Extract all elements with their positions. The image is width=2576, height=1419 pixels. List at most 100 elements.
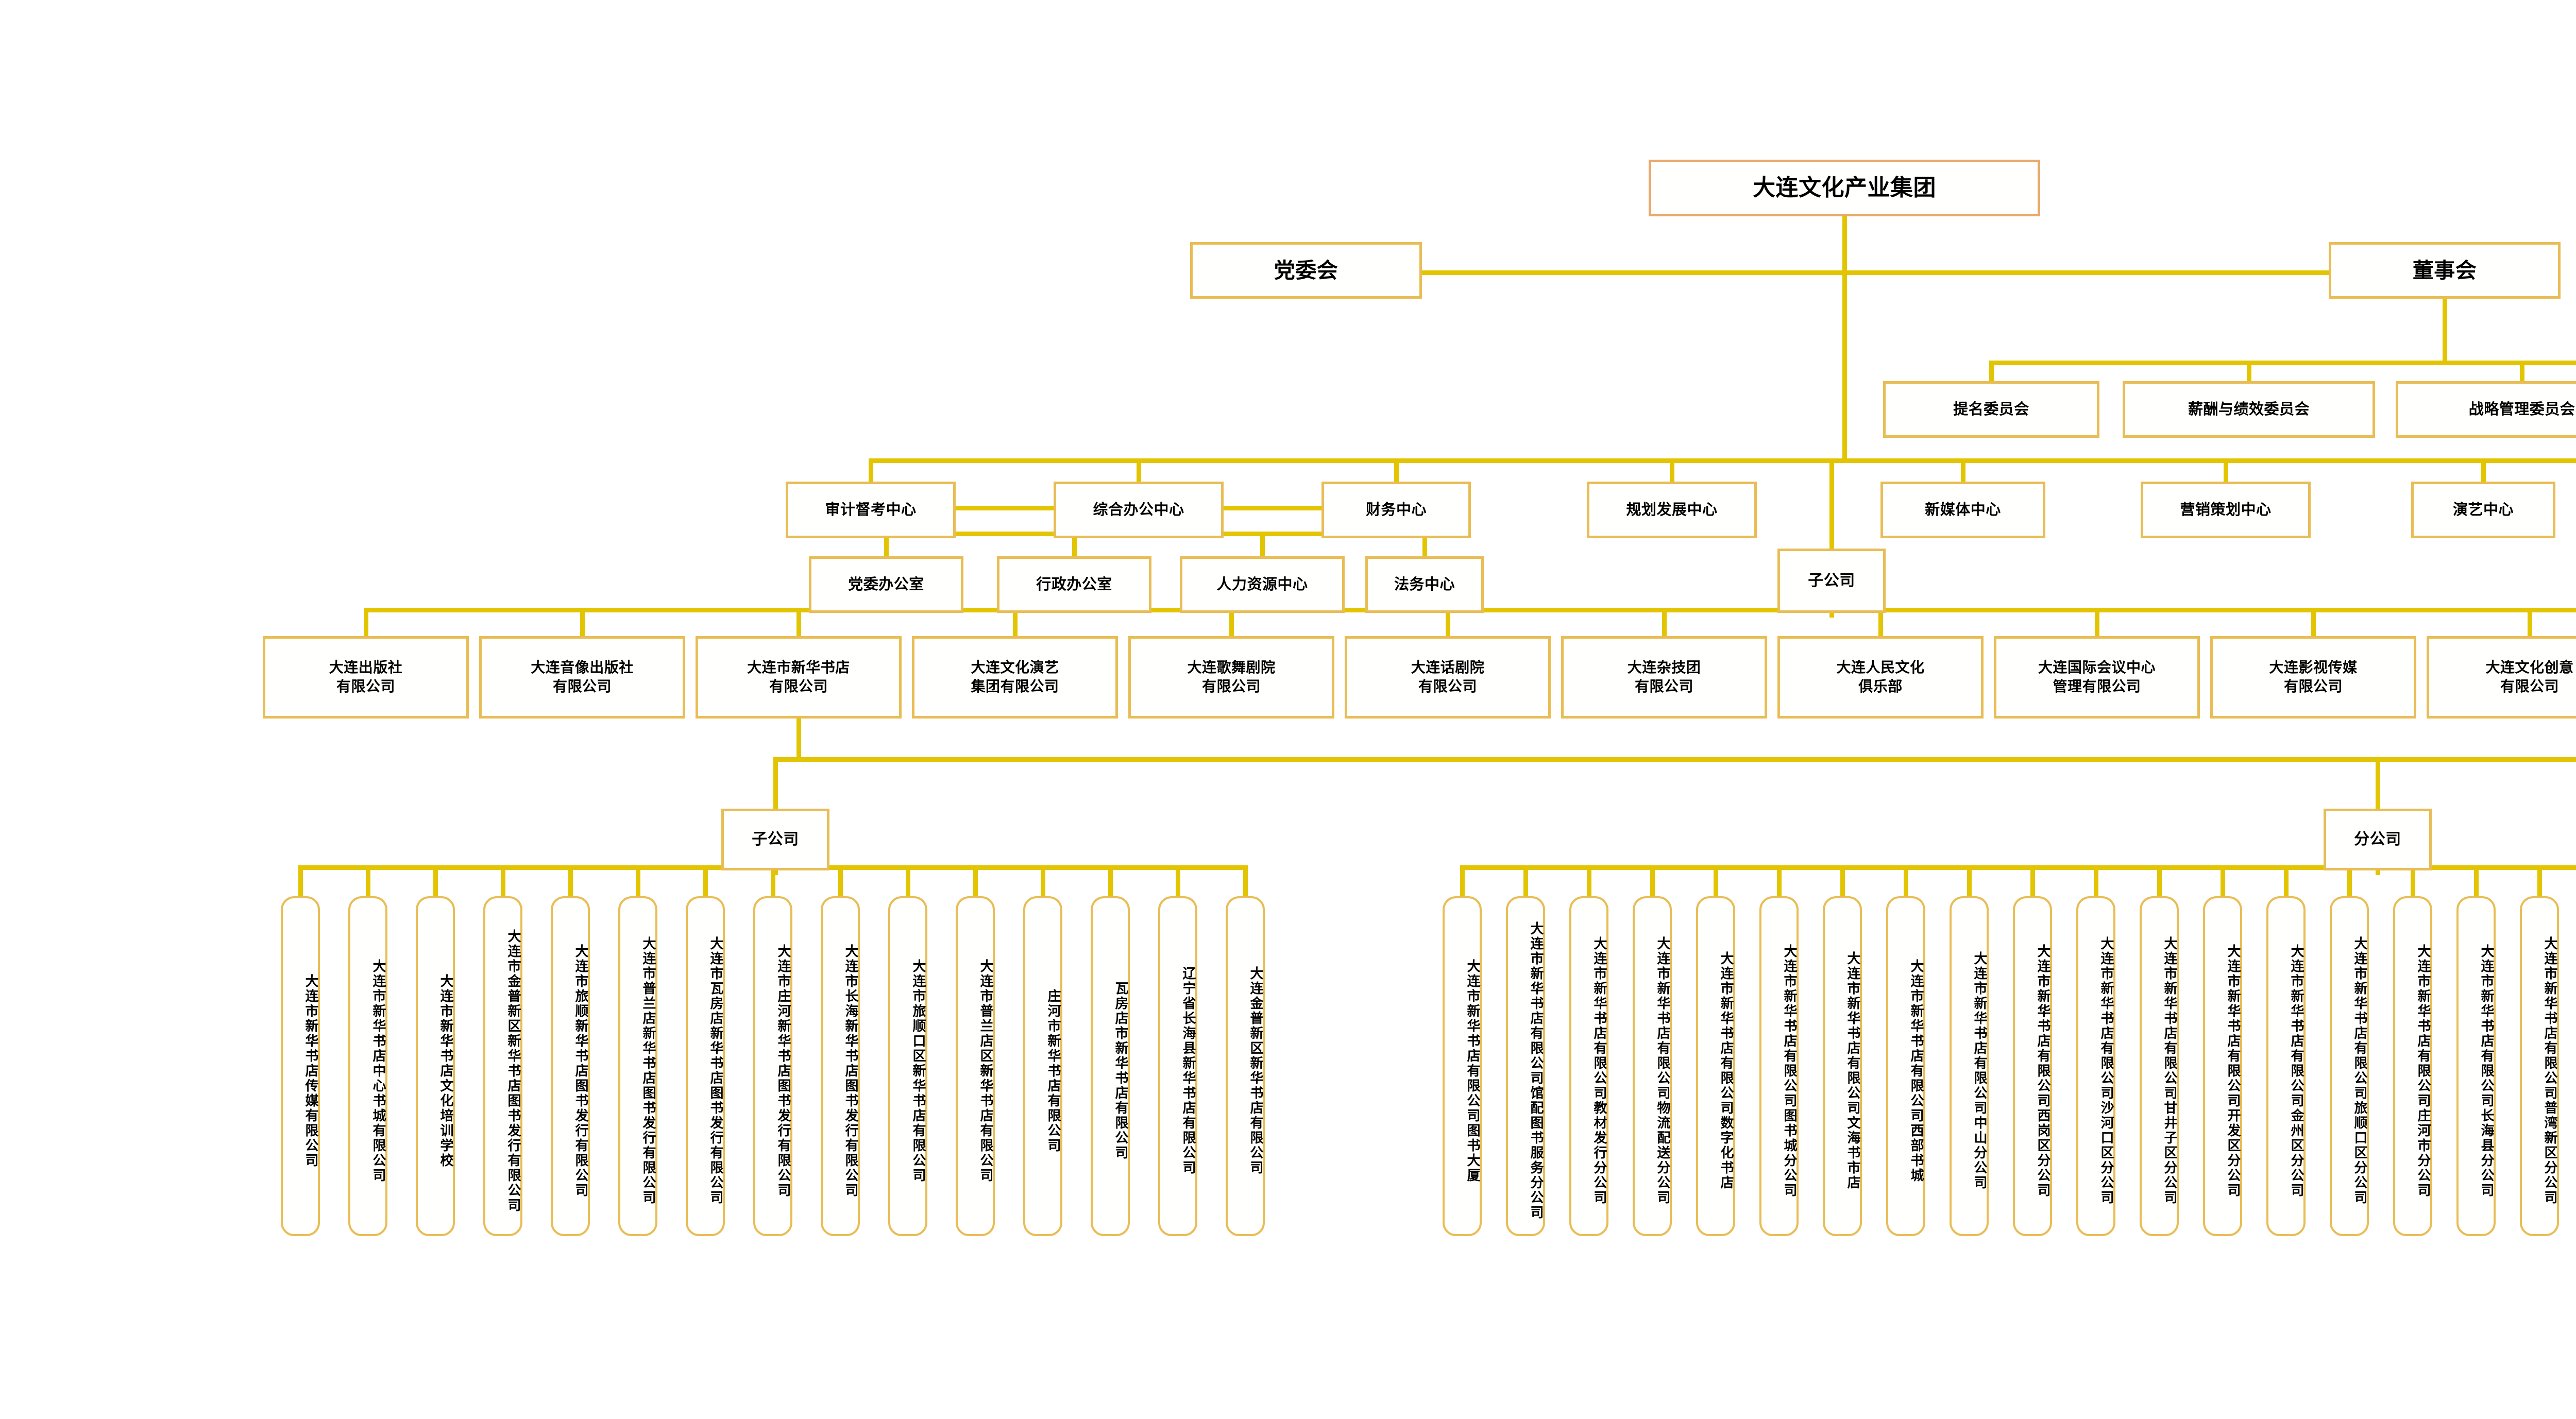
bottom-subsidiary-left-2[interactable]: 大连市新华书店文化培训学校 [416,896,455,1236]
bottom-subsidiary-left-stem [1041,865,1045,896]
office-node-0[interactable]: 党委办公室 [809,556,963,613]
bottom-subsidiary-left-9[interactable]: 大连市旅顺口区新华书店有限公司 [888,896,927,1236]
bottom-subsidiary-left-6[interactable]: 大连市瓦房店新华书店图书发行有限公司 [686,896,725,1236]
group-label-subsidiary-bottom-left[interactable]: 子公司 [721,809,829,870]
bottom-branch-11[interactable]: 大连市新华书店有限公司甘井子区分公司 [2140,896,2179,1236]
bottom-subsidiary-left-14[interactable]: 大连金普新区新华书店有限公司 [1226,896,1265,1236]
center-node-left-2[interactable]: 财务中心 [1321,482,1471,538]
bottom-branch-17[interactable]: 大连市新华书店有限公司普湾新区分公司 [2520,896,2559,1236]
bottom-branch-13-label: 大连市新华书店有限公司金州区分公司 [2289,944,2304,1198]
office-node-2[interactable]: 人力资源中心 [1180,556,1345,613]
subsidiary-node-1-label: 大连音像出版社 有限公司 [531,659,634,694]
bottom-branch-6[interactable]: 大连市新华书店有限公司文海书市店 [1823,896,1862,1236]
bottom-branch-13[interactable]: 大连市新华书店有限公司金州区分公司 [2266,896,2306,1236]
bottom-subsidiary-left-4[interactable]: 大连市旅顺新华书店图书发行有限公司 [551,896,590,1236]
bottom-subsidiary-left-7[interactable]: 大连市庄河新华书店图书发行有限公司 [753,896,792,1236]
bottom-subsidiary-left-13[interactable]: 辽宁省长海县新华书店有限公司 [1158,896,1197,1236]
bottom-subsidiary-left-12-label: 瓦房店市新华书店有限公司 [1113,981,1129,1160]
bottom-subsidiary-left-stem [366,865,370,896]
root-node[interactable]: 大连文化产业集团 [1649,160,2040,216]
bottom-branch-2-label: 大连市新华书店有限公司教材发行分公司 [1592,936,1607,1205]
bottom-subsidiary-left-6-label: 大连市瓦房店新华书店图书发行有限公司 [708,936,724,1205]
bottom-branch-3[interactable]: 大连市新华书店有限公司物流配送分公司 [1633,896,1672,1236]
center-node-left-1[interactable]: 综合办公中心 [1054,482,1224,538]
center-node-right-1[interactable]: 营销策划中心 [2141,482,2311,538]
office-stem [884,532,889,556]
bottom-branch-stem [1587,865,1591,896]
subsidiary-stem [796,608,801,636]
subsidiary-node-10[interactable]: 大连文化创意 有限公司 [2427,636,2576,719]
party-committee-node[interactable]: 党委会 [1190,242,1422,299]
subsidiary-node-8[interactable]: 大连国际会议中心 管理有限公司 [1994,636,2200,719]
subsidiary-node-2[interactable]: 大连市新华书店 有限公司 [696,636,902,719]
bottom-branch-12-label: 大连市新华书店有限公司开发区分公司 [2226,944,2241,1198]
bottom-branch-10[interactable]: 大连市新华书店有限公司沙河口区分公司 [2076,896,2115,1236]
bottom-branch-stem [2094,865,2098,896]
center-node-left-0[interactable]: 审计督考中心 [786,482,956,538]
subsidiary-node-9[interactable]: 大连影视传媒 有限公司 [2210,636,2416,719]
bottom-subsidiary-left-13-label: 辽宁省长海县新华书店有限公司 [1181,966,1196,1175]
center-bus [869,458,2576,463]
bottom-subsidiary-left-stem [501,865,505,896]
bottom-subsidiary-left-stem [906,865,910,896]
committee-stem [1989,361,1994,381]
subsidiary-node-5[interactable]: 大连话剧院 有限公司 [1345,636,1551,719]
board-of-directors-node[interactable]: 董事会 [2329,242,2561,299]
bottom-branch-0[interactable]: 大连市新华书店有限公司图书大厦 [1443,896,1482,1236]
committee-node-2[interactable]: 战略管理委员会 [2396,381,2576,438]
bottom-branch-15[interactable]: 大连市新华书店有限公司庄河市分公司 [2393,896,2432,1236]
bottom-subsidiary-left-stem [568,865,573,896]
bottom-branch-14[interactable]: 大连市新华书店有限公司旅顺口区分公司 [2330,896,2369,1236]
center-node-left-0-label: 审计督考中心 [825,501,917,518]
bottom-branch-2[interactable]: 大连市新华书店有限公司教材发行分公司 [1569,896,1608,1236]
subsidiary-node-1[interactable]: 大连音像出版社 有限公司 [479,636,685,719]
bottom-subsidiary-left-1[interactable]: 大连市新华书店中心书城有限公司 [348,896,387,1236]
bottom-branch-bus [1460,865,2576,870]
bottom-branch-12[interactable]: 大连市新华书店有限公司开发区分公司 [2203,896,2242,1236]
bottom-branch-8[interactable]: 大连市新华书店有限公司中山分公司 [1950,896,1989,1236]
bottom-subsidiary-left-stem [1108,865,1113,896]
bottom-branch-5[interactable]: 大连市新华书店有限公司图书城分公司 [1759,896,1799,1236]
bottom-group-stem [2376,757,2380,809]
bottom-branch-5-label: 大连市新华书店有限公司图书城分公司 [1782,944,1798,1198]
subsidiary-node-0[interactable]: 大连出版社 有限公司 [263,636,469,719]
bottom-branch-16[interactable]: 大连市新华书店有限公司长海县分公司 [2456,896,2496,1236]
committee-node-0[interactable]: 提名委员会 [1883,381,2099,438]
subsidiary-stem [2528,608,2532,636]
office-stem [1072,532,1077,556]
bottom-subsidiary-left-5[interactable]: 大连市普兰店新华书店图书发行有限公司 [618,896,657,1236]
office-node-2-label: 人力资源中心 [1216,576,1308,593]
bottom-subsidiary-left-8[interactable]: 大连市长海新华书店图书发行有限公司 [821,896,860,1236]
bottom-branch-9[interactable]: 大连市新华书店有限公司西岗区分公司 [2013,896,2052,1236]
office-node-1[interactable]: 行政办公室 [997,556,1151,613]
bottom-subsidiary-left-12[interactable]: 瓦房店市新华书店有限公司 [1091,896,1130,1236]
office-stem [1260,532,1265,556]
center-node-right-0[interactable]: 新媒体中心 [1880,482,2045,538]
center-node-left-3[interactable]: 规划发展中心 [1587,482,1757,538]
committee-node-1[interactable]: 薪酬与绩效委员会 [2123,381,2375,438]
center-stem [2224,458,2228,482]
subsidiary-stem [1013,608,1018,636]
bottom-subsidiary-left-3[interactable]: 大连市金普新区新华书店图书发行有限公司 [483,896,522,1236]
subsidiary-node-7-label: 大连人民文化 俱乐部 [1836,659,1925,694]
bottom-subsidiary-left-10[interactable]: 大连市普兰店区新华书店有限公司 [956,896,995,1236]
group-label-subsidiary-mid[interactable]: 子公司 [1777,549,1886,613]
group-label-subsidiary-mid-label: 子公司 [1808,572,1855,589]
bottom-subsidiary-left-5-label: 大连市普兰店新华书店图书发行有限公司 [641,936,656,1205]
bottom-subsidiary-left-0[interactable]: 大连市新华书店传媒有限公司 [281,896,320,1236]
bottom-branch-stem [1840,865,1845,896]
center-node-right-2[interactable]: 演艺中心 [2411,482,2555,538]
center-stem [2481,458,2486,482]
bottom-branch-4[interactable]: 大连市新华书店有限公司数字化书店 [1696,896,1735,1236]
subsidiary-node-8-label: 大连国际会议中心 管理有限公司 [2038,659,2156,694]
group-label-branch-bottom[interactable]: 分公司 [2324,809,2432,870]
subsidiary-node-7[interactable]: 大连人民文化 俱乐部 [1777,636,1984,719]
bottom-branch-1[interactable]: 大连市新华书店有限公司馆配图书服务分公司 [1506,896,1545,1236]
subsidiary-node-3[interactable]: 大连文化演艺 集团有限公司 [912,636,1118,719]
bottom-subsidiary-left-7-label: 大连市庄河新华书店图书发行有限公司 [776,944,791,1198]
subsidiary-node-6[interactable]: 大连杂技团 有限公司 [1561,636,1767,719]
bottom-branch-7[interactable]: 大连市新华书店有限公司西部书城 [1886,896,1925,1236]
office-node-3[interactable]: 法务中心 [1365,556,1484,613]
subsidiary-node-4[interactable]: 大连歌舞剧院 有限公司 [1128,636,1334,719]
bottom-subsidiary-left-11[interactable]: 庄河市新华书店有限公司 [1023,896,1062,1236]
